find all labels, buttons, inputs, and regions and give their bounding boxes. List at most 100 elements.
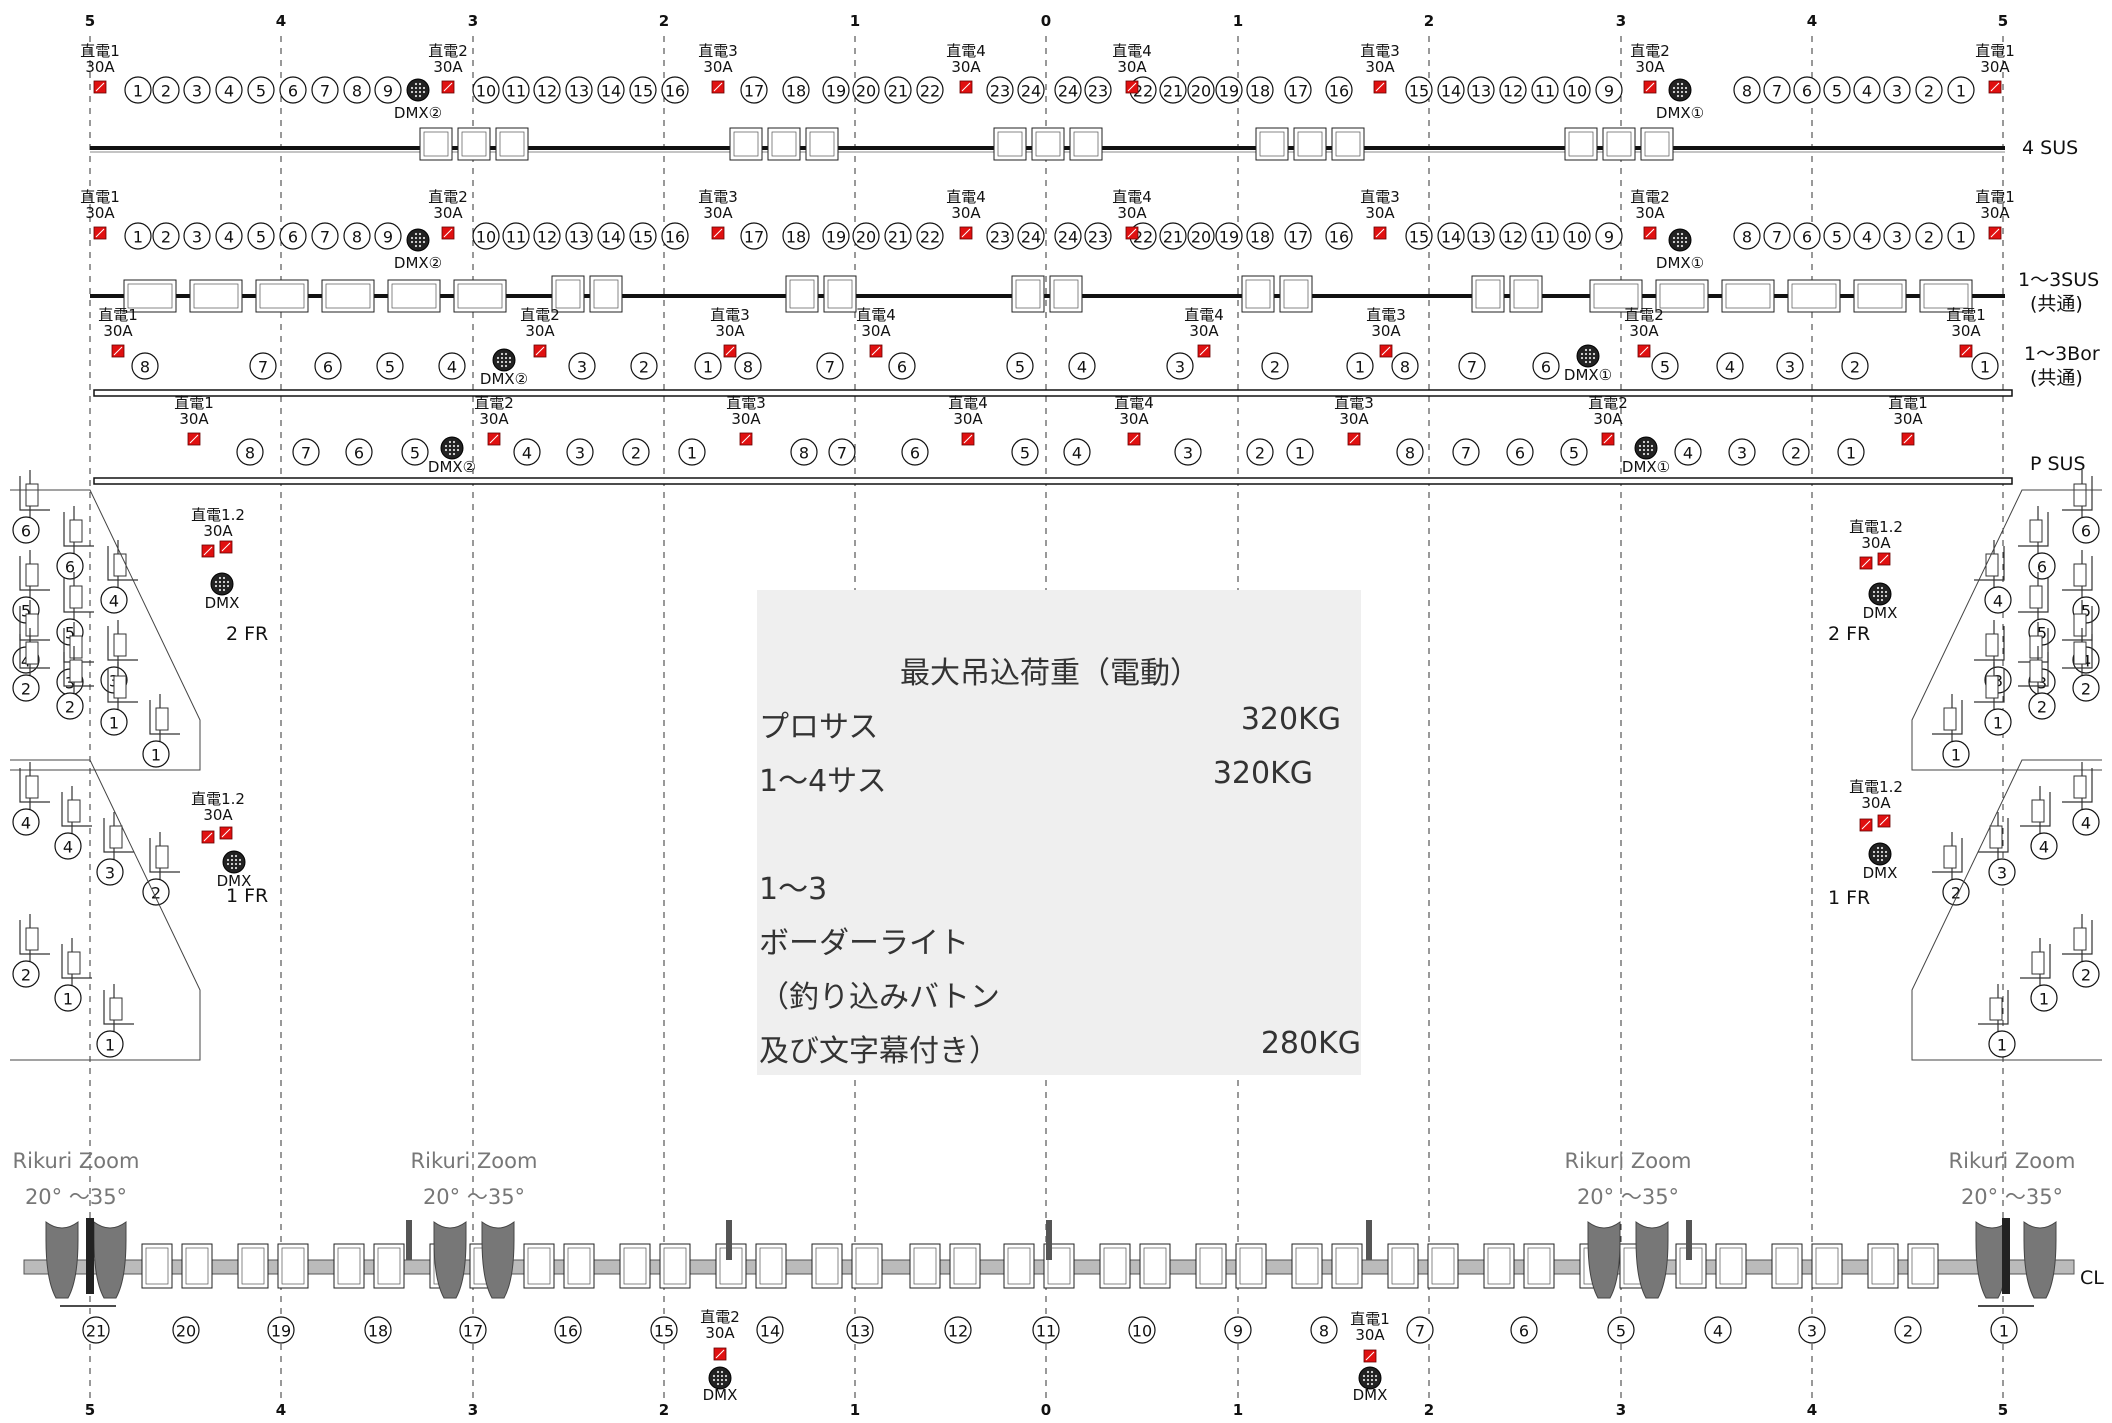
outlet-label: 直電2 <box>1630 42 1670 60</box>
psus-circuit <box>1063 438 1091 466</box>
fr-circuit <box>2072 674 2100 702</box>
dmx-pin <box>1872 590 1876 594</box>
sus-circuit-number: 18 <box>786 82 806 101</box>
fr-circuit-number: 3 <box>105 864 115 883</box>
outlet-mark <box>1127 228 1137 238</box>
sus-circuit-number: 11 <box>506 82 526 101</box>
ladder-fixture <box>69 659 83 683</box>
column-label-bottom: 3 <box>1616 1401 1626 1419</box>
fixture-lens <box>1047 1247 1071 1285</box>
outlet-mark <box>713 228 723 238</box>
fixture-lens <box>391 283 437 309</box>
dmx-connector <box>440 436 464 460</box>
border-circuit-number: 4 <box>447 358 457 377</box>
outlet-amp: 30A <box>1371 322 1401 340</box>
outlet-label: 直電1 <box>174 394 214 412</box>
fr-circuit-number: 5 <box>65 624 75 643</box>
dmx-pin <box>500 364 504 368</box>
psus-circuit-number: 5 <box>1020 444 1030 463</box>
column-label-top: 0 <box>1041 12 1051 30</box>
fixture-body <box>619 1243 651 1289</box>
fr-circuit-number: 1 <box>1951 746 1961 765</box>
dmx-pin <box>234 858 238 862</box>
fixture-body <box>457 127 491 161</box>
border-circuit <box>1166 352 1194 380</box>
cl-circuit-number: 1 <box>1999 1322 2009 1341</box>
fr-circuit-number: 2 <box>151 884 161 903</box>
sus-circuit-number: 12 <box>537 228 557 247</box>
fixture-body <box>453 279 507 313</box>
outlet-amp: 30A <box>1365 58 1395 76</box>
fixture-body <box>1867 1243 1899 1289</box>
border-circuit <box>249 352 277 380</box>
dmx-pin <box>410 86 414 90</box>
outlet-mark <box>1861 558 1871 568</box>
column-label-top: 5 <box>85 12 95 30</box>
outlet-label: 直電1 <box>1350 1310 1390 1328</box>
cl-circuit <box>944 1316 972 1344</box>
dmx-pin <box>1876 586 1880 590</box>
fixture-body <box>1293 127 1327 161</box>
ladder-fixture <box>2029 519 2043 543</box>
cl-circuit <box>1894 1316 1922 1344</box>
dmx-label: DMX② <box>394 104 442 122</box>
outlet-label: 直電1 <box>80 42 120 60</box>
fixture-lens <box>809 131 835 157</box>
outlet-label: 直電2 <box>1588 394 1628 412</box>
sus-circuit-number: 24 <box>1058 82 1078 101</box>
border-circuit-number: 7 <box>825 358 835 377</box>
outlet-mark <box>963 434 973 444</box>
cl-circuit <box>846 1316 874 1344</box>
dmx-pin <box>1642 452 1646 456</box>
column-label-top: 2 <box>1424 12 1434 30</box>
fr-circuit-number: 3 <box>65 674 75 693</box>
psus-circuit <box>236 438 264 466</box>
sus-circuit-number: 10 <box>1567 228 1587 247</box>
psus-circuit-number: 4 <box>522 444 532 463</box>
dmx-pin <box>1684 86 1688 90</box>
psus-circuit-number: 7 <box>1461 444 1471 463</box>
sus-circuit-number: 4 <box>224 228 234 247</box>
sus-circuit <box>852 76 880 104</box>
sus-circuit <box>1563 76 1591 104</box>
outlet-mark <box>1603 434 1613 444</box>
zoom-spot-fixture <box>2023 1221 2057 1299</box>
fixture-body <box>1241 275 1275 313</box>
fr-circuit <box>2072 516 2100 544</box>
sus-circuit-number: 11 <box>1535 228 1555 247</box>
dmx-pin <box>712 1374 716 1378</box>
dmx-pin <box>234 862 238 866</box>
column-label-bottom: 0 <box>1041 1401 1051 1419</box>
border-circuit-number: 7 <box>1467 358 1477 377</box>
dmx-pin <box>1374 1378 1378 1382</box>
psus-circuit <box>1674 438 1702 466</box>
fixture-body <box>1031 127 1065 161</box>
outlet-mark <box>871 346 881 356</box>
load-row: 及び文字幕付き）280KG <box>759 1026 1361 1070</box>
dmx-pin <box>720 1382 724 1386</box>
outlet-label: 直電1 <box>1946 306 1986 324</box>
sus-circuit-number: 9 <box>383 228 393 247</box>
fr-circuit <box>54 832 82 860</box>
fixture-lens <box>145 1247 169 1285</box>
ladder-fixture <box>1943 845 1957 869</box>
fixture-lens <box>1659 283 1705 309</box>
sus-circuit-number: 20 <box>1191 82 1211 101</box>
outlet-label: 直電1.2 <box>191 506 245 524</box>
sus-circuit-number: 14 <box>601 82 621 101</box>
border-circuit-number: 6 <box>897 358 907 377</box>
sus-circuit <box>986 222 1014 250</box>
sus-circuit <box>1883 222 1911 250</box>
border-circuit <box>1261 352 1289 380</box>
sus-circuit <box>1284 76 1312 104</box>
sus-circuit <box>152 222 180 250</box>
dmx-pin <box>1366 1382 1370 1386</box>
sus-circuit <box>1763 222 1791 250</box>
dmx-pin <box>414 244 418 248</box>
sus-circuit-number: 21 <box>888 82 908 101</box>
sus-circuit <box>629 222 657 250</box>
sus-circuit-number: 11 <box>1535 82 1555 101</box>
dmx-pin <box>1880 586 1884 590</box>
border-circuit-number: 5 <box>1015 358 1025 377</box>
dmx-label: DMX① <box>1656 254 1704 272</box>
